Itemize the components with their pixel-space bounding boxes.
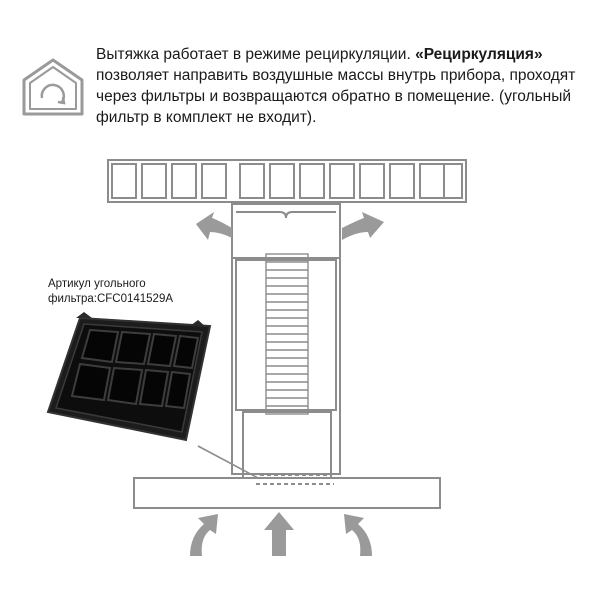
intake-right-arrow <box>344 514 372 556</box>
hood-body <box>133 477 441 509</box>
chimney-upper <box>231 203 341 259</box>
intake-center-arrow <box>264 512 294 556</box>
filter-caption-line1: Артикул угольного <box>48 278 146 290</box>
filter-slot <box>256 474 334 485</box>
exhaust-right-arrow <box>342 212 384 240</box>
filter-pointer-line <box>197 445 259 479</box>
intro-text-part2: позволяет направить воздушные массы внут… <box>96 67 576 126</box>
intro-text-part1: Вытяжка работает в режиме рециркуляции. <box>96 46 416 63</box>
filter-column <box>265 253 309 415</box>
filter-caption-line2: фильтра:CFC0141529A <box>48 293 174 305</box>
ceiling-grille <box>107 159 467 203</box>
motor-block <box>242 411 332 479</box>
exhaust-left-arrow <box>196 212 232 240</box>
chimney-body <box>231 257 341 475</box>
carbon-filter-image <box>46 312 212 442</box>
intro-text: Вытяжка работает в режиме рециркуляции. … <box>96 44 596 128</box>
intake-left-arrow <box>190 514 218 556</box>
recirculation-mode-icon <box>18 56 88 118</box>
filter-article-caption: Артикул угольного фильтра:CFC0141529A <box>48 277 238 307</box>
mode-name: «Рециркуляция» <box>415 46 543 63</box>
